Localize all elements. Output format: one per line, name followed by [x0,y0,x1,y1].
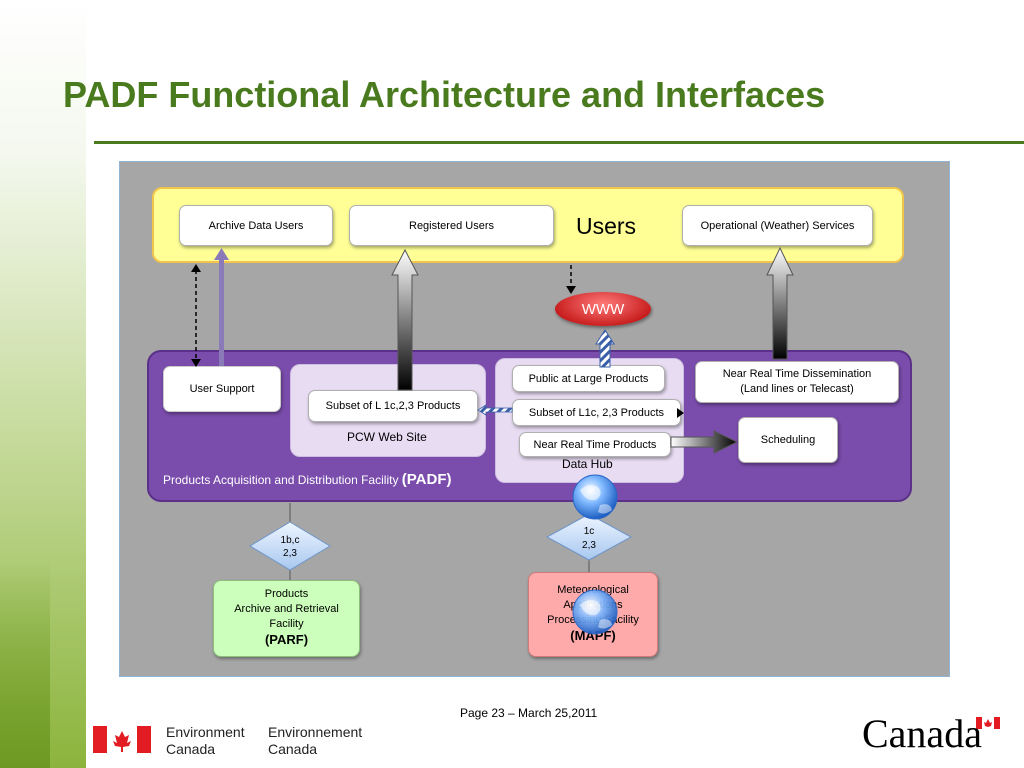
pcw-to-registered-users-arrow [391,248,419,391]
www-ellipse: WWW [555,292,651,326]
padf-label: Products Acquisition and Distribution Fa… [163,471,452,488]
globe-icon [572,474,618,520]
dashed-arrow-down-head [191,359,201,367]
parf-box: Products Archive and Retrieval Facility … [213,580,360,657]
page-footer: Page 23 – March 25,2011 [460,706,598,720]
public-products-to-www-arrow [595,329,615,368]
parf-line3: Facility [269,618,304,630]
slide-title: PADF Functional Architecture and Interfa… [63,74,826,115]
parf-abbr: (PARF) [264,632,309,647]
user-support-box: User Support [163,366,281,412]
hub-subset-small-arrowhead [677,408,684,418]
environment-canada-en: Environment Canada [166,724,245,758]
near-real-time-products-box: Near Real Time Products [519,432,671,457]
nrt-to-operational-services-arrow [766,246,794,360]
scheduling-box: Scheduling [738,417,838,463]
parf-levels-line1: 1b,c [281,535,300,546]
operational-services-box: Operational (Weather) Services [682,205,873,246]
hub-subset-products-box: Subset of L1c, 2,3 Products [512,399,681,426]
users-to-www-arrow-head [566,286,576,294]
dashed-arrow-up-head [191,264,201,272]
pcw-web-site-label: PCW Web Site [347,430,427,444]
user-support-arrow-head [214,248,229,260]
padf-label-abbr: (PADF) [401,471,452,488]
padf-label-text: Products Acquisition and Distribution Fa… [163,473,399,487]
env-en-line1: Environment [166,724,245,740]
mapf-levels-line1: 1c [584,526,595,537]
left-accent-bar-shade [0,560,50,768]
parf-line1: Products [264,588,309,600]
archive-data-users-box: Archive Data Users [179,205,333,246]
env-en-line2: Canada [166,741,216,757]
parf-interface-diamond [249,521,331,571]
registered-users-box: Registered Users [349,205,554,246]
nrt-dissemination-box: Near Real Time Dissemination (Land lines… [695,361,899,403]
user-support-to-archive-arrow [219,258,224,366]
parf-levels-line2: 2,3 [283,548,297,559]
canada-wordmark: Canada [862,711,982,756]
env-fr-line1: Environnement [268,724,363,740]
env-fr-line2: Canada [268,741,318,757]
hub-to-pcw-subset-arrow [477,404,513,416]
parf-line2: Archive and Retrieval [234,603,339,615]
public-at-large-products-box: Public at Large Products [512,365,665,392]
nrt-dissemination-line1: Near Real Time Dissemination [722,368,872,380]
globe-icon [572,589,618,635]
nrt-products-to-scheduling-arrow [670,430,739,454]
canada-flag-logo [93,726,151,753]
nrt-dissemination-line2: (Land lines or Telecast) [740,383,854,395]
data-hub-label: Data Hub [562,457,613,471]
mapf-levels-line2: 2,3 [582,540,596,551]
title-divider [94,141,1024,144]
pcw-subset-products-box: Subset of L 1c,2,3 Products [308,390,478,422]
canada-wordmark-flag [976,717,1000,729]
users-label: Users [576,213,637,239]
environnement-canada-fr: Environnement Canada [268,724,362,758]
mapf-interface-diamond [545,513,633,561]
